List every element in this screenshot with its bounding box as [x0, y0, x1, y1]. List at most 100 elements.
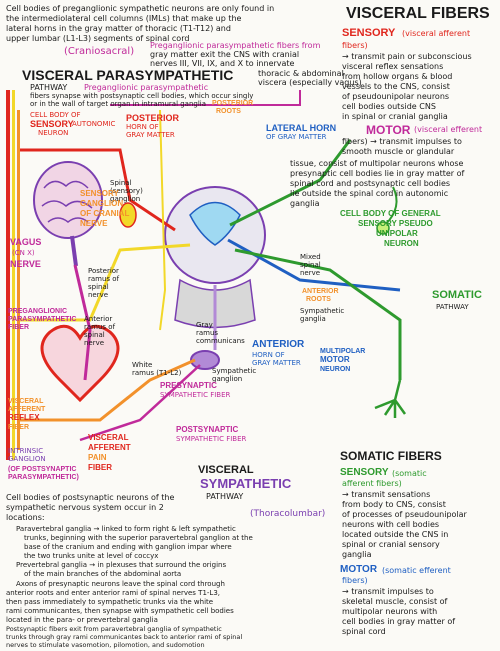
gray-ramus-2: ramus: [196, 329, 219, 337]
intrinsic-3: (OF POSTSYNAPTIC: [8, 466, 77, 473]
bottom-line-4: Paravertebral ganglia → linked to form r…: [16, 525, 236, 533]
brain-drawing: [33, 161, 103, 239]
posterior-ramus-4: nerve: [88, 291, 109, 299]
left-yellow-bar: [12, 90, 15, 460]
sympathetic-ganglion-2: ganglion: [212, 375, 243, 383]
visceral-sensory-line-7: in spinal or cranial ganglia: [342, 112, 448, 121]
visceral-sensory-line-5: of pseudounipolar neurons: [342, 92, 450, 101]
bottom-line-15: Postsynaptic fibers exit from paraverteb…: [6, 625, 222, 633]
postsynaptic-symp-1: POSTSYNAPTIC: [176, 425, 239, 434]
intrinsic-2: GANGLION: [8, 455, 46, 463]
green-somatic-path: [234, 248, 402, 380]
visceral-pain-3: PAIN: [88, 453, 107, 462]
top-text-line-1: Cell bodies of preganglionic sympathetic…: [6, 4, 275, 13]
somatic-sensory-line-5: located outside the CNS in: [342, 530, 449, 539]
visceral-motor-sub: (visceral efferent: [414, 125, 483, 134]
cell-body-general-3: UNIPOLAR: [376, 229, 418, 238]
anterior-roots-1: ANTERIOR: [302, 288, 339, 295]
somatic-motor-line-4: cell bodies in gray matter of: [342, 617, 456, 626]
visceral-motor-line-5: spinal cord and postsynaptic cell bodies: [290, 179, 451, 188]
orange-pain-path: [18, 358, 196, 422]
pre-para-fiber-1: PREGANGLIONIC: [8, 308, 68, 315]
visceral-motor-line-2: smooth muscle or glandular: [342, 147, 455, 156]
red-sensory-path: [20, 148, 176, 232]
somatic-motor-line-3: multipolar neurons with: [342, 607, 438, 616]
pre-para-fiber-3: FIBER: [8, 324, 29, 331]
visceral-sensory-heading: SENSORY: [342, 27, 396, 39]
top-text-line-2: the intermediolateral cell columns (IMLs…: [6, 14, 242, 23]
posterior-horn-1: POSTERIOR: [126, 113, 180, 123]
visceral-sensory-sub: (visceral afferent: [402, 29, 471, 38]
intrinsic-4: PARASYMPATHETIC): [8, 474, 79, 481]
bottom-line-2: sympathetic nervous system occur in 2: [6, 503, 164, 512]
bottom-line-6: base of the cranium and ending with gang…: [24, 543, 232, 551]
sympathetic-ganglion-shape: [190, 350, 220, 370]
somatic-motor-heading: MOTOR: [340, 564, 378, 575]
white-ramus-2: ramus (T1-L2): [132, 369, 182, 377]
sympathetic-ganglia-1: Sympathetic: [300, 307, 345, 315]
anterior-ramus-2: ramus of: [84, 323, 116, 331]
bottom-line-3: locations:: [6, 513, 45, 522]
bottom-line-12: then pass immediately to sympathetic tru…: [6, 598, 214, 606]
presynaptic-symp-1: PRESYNAPTIC: [160, 381, 217, 390]
visceral-motor-heading: MOTOR: [366, 123, 411, 137]
somatic-sensory-line-3: of processes of pseudounipolar: [342, 510, 467, 519]
left-orange-bar: [17, 110, 20, 450]
posterior-ramus-3: spinal: [88, 283, 109, 291]
visceral-motor-line-4: presynaptic cell bodies lie in gray matt…: [290, 169, 465, 178]
visceral-reflex-1: VISCERAL: [8, 398, 44, 405]
yellow-reflex-path: [20, 243, 191, 322]
visceral-sensory-line-3: from hollow organs & blood: [342, 72, 453, 81]
left-red-bar: [6, 90, 10, 460]
presynaptic-symp-2: SYMPATHETIC FIBER: [160, 391, 231, 399]
anterior-ramus-3: spinal: [84, 331, 105, 339]
visceral-sensory-line-4: vessels to the CNS, consist: [342, 82, 450, 91]
somatic-motor-line-5: spinal cord: [342, 627, 386, 636]
cell-body-sensory-1: CELL BODY OF: [30, 111, 81, 119]
cell-body-general-2: SENSORY PSEUDO: [358, 219, 433, 228]
posterior-roots-2: ROOTS: [216, 108, 241, 115]
anterior-horn-3: GRAY MATTER: [252, 359, 301, 367]
para-desc-1: Preganglionic parasympathetic: [84, 83, 209, 92]
visceral-motor-line-7: ganglia: [290, 199, 320, 208]
somatic-motor-sub: (somatic efferent: [382, 566, 451, 575]
pre-para-text-1: Preganglionic parasympathetic fibers fro…: [150, 41, 321, 50]
visceral-reflex-3: REFLEX: [8, 413, 40, 422]
visceral-motor-line-1: fibers) → transmit impulses to: [342, 137, 462, 146]
visceral-sensory-fibers: fibers): [342, 41, 368, 50]
somatic-motor-line-1: → transmit impulses to: [342, 587, 434, 596]
lateral-horn-1: LATERAL HORN: [266, 123, 337, 133]
sympathetic-ganglia-2: ganglia: [300, 315, 326, 323]
symp-title-1: VISCERAL: [198, 464, 254, 476]
visceral-reflex-2: AFFERENT: [8, 406, 46, 413]
white-ramus-1: White: [132, 361, 153, 369]
cell-body-sensory-4: NEURON: [38, 129, 69, 137]
anterior-horn-1: ANTERIOR: [252, 339, 305, 350]
pre-para-fiber-2: PARASYMPATHETIC: [8, 316, 77, 323]
vagus-2: (CN X): [12, 249, 35, 257]
para-desc-3: or in the wall of target organ in intram…: [30, 100, 207, 108]
cell-body-general-1: CELL BODY OF GENERAL: [340, 209, 441, 218]
spinal-ganglion-1: Spinal: [110, 179, 132, 187]
visceral-pain-2: AFFERENT: [88, 443, 131, 452]
cell-body-general-4: NEURON: [384, 239, 419, 248]
somatic-sensory-line-1: → transmit sensations: [342, 490, 431, 499]
anterior-horn-2: HORN OF: [252, 351, 285, 359]
anterior-ramus-4: nerve: [84, 339, 105, 347]
visceral-reflex-4: FIBER: [8, 424, 29, 431]
posterior-horn-3: GRAY MATTER: [126, 131, 175, 139]
visceral-pain-4: FIBER: [88, 463, 112, 472]
viscera-vagus: viscera (especially vagus): [258, 78, 362, 87]
yellow-vertical-path: [159, 109, 167, 331]
multipolar-2: MOTOR: [320, 355, 350, 364]
somatic-pathway-2: PATHWAY: [436, 303, 469, 311]
posterior-horn-2: HORN OF: [126, 123, 159, 131]
top-text-line-3: lateral horns in the gray matter of thor…: [6, 24, 231, 33]
gray-matter: [189, 201, 241, 246]
symp-pathway: PATHWAY: [206, 492, 244, 501]
bottom-line-10: Axons of presynaptic neurons leave the s…: [16, 580, 225, 588]
sensory-ganglion-2: GANGLION: [80, 199, 124, 208]
somatic-sensory-line-4: neurons with cell bodies: [342, 520, 440, 529]
gray-ramus-1: Gray: [196, 321, 213, 329]
